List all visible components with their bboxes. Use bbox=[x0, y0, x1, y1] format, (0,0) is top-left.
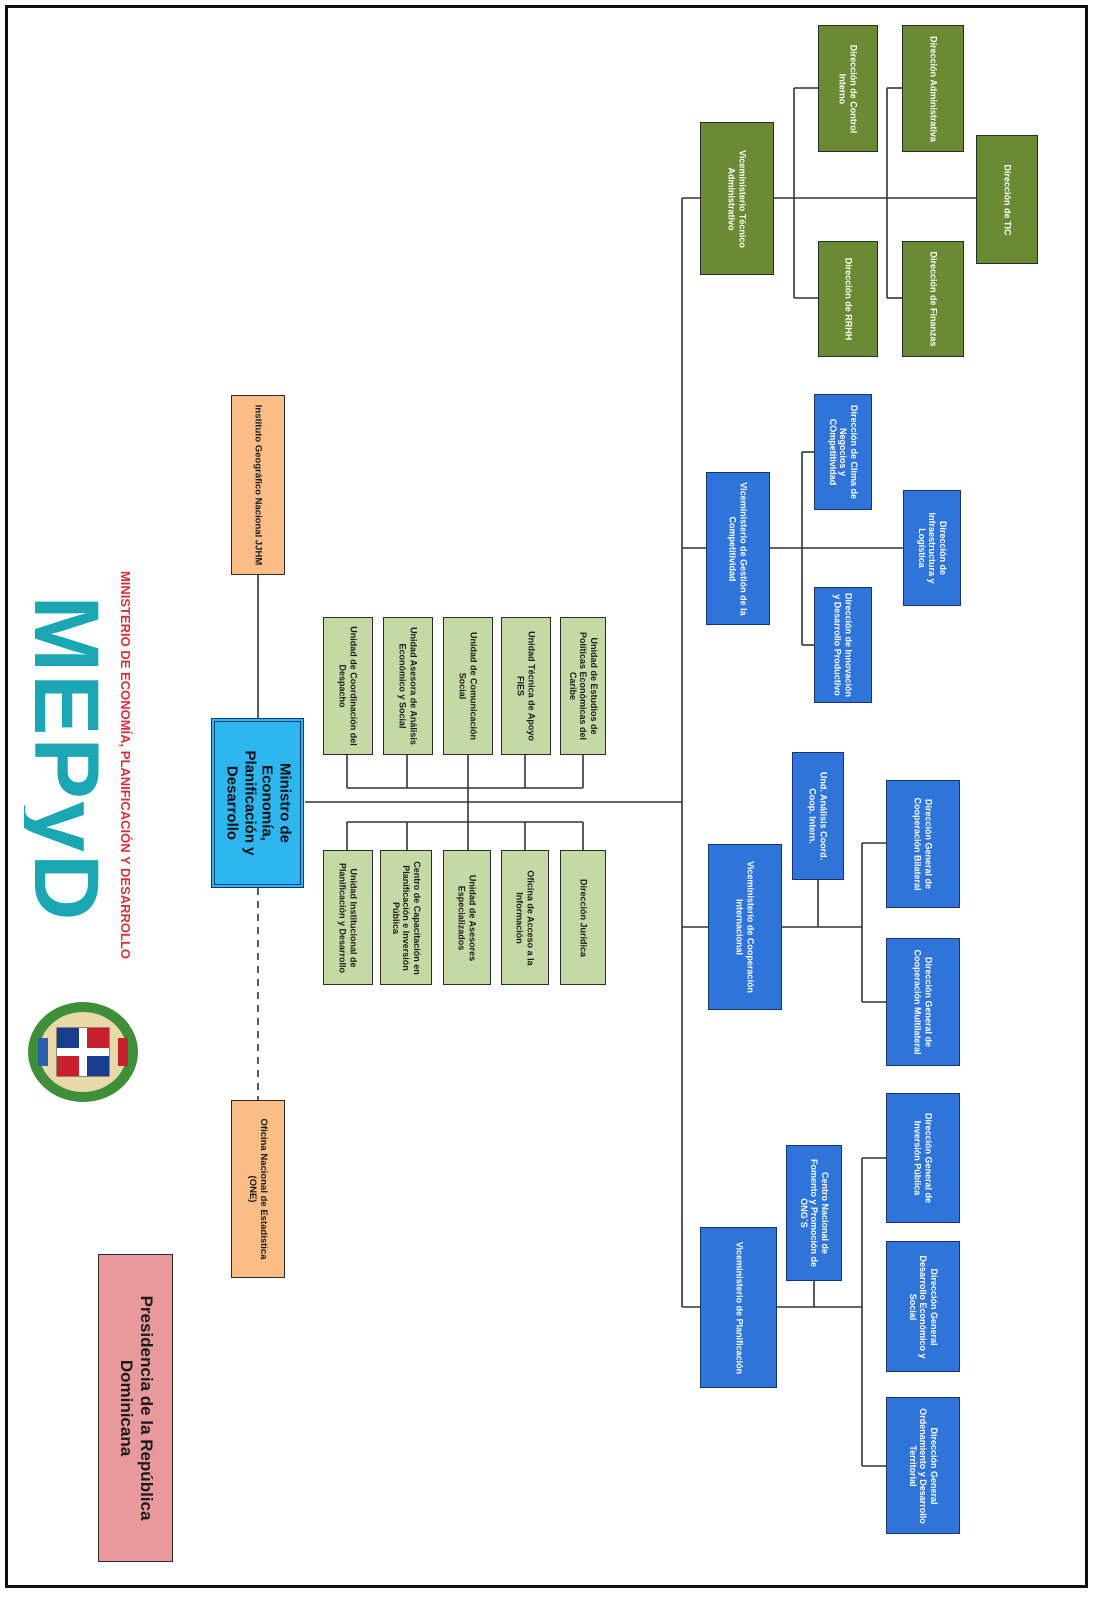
cn-ongs-box: Centro Nacional de Fomento y Promoción d… bbox=[786, 1145, 842, 1281]
minister-box: Ministro de Economía, Planificación y De… bbox=[211, 718, 304, 888]
vm-planificacion-box: Viceministerio de Planificación bbox=[700, 1227, 777, 1388]
coat-of-arms-icon bbox=[24, 998, 142, 1106]
centro-capacitacion-box: Centro de Capacitación en Planificación … bbox=[380, 850, 432, 985]
direccion-finanzas-box: Dirección de Finanzas bbox=[902, 241, 964, 357]
logo-wordmark: MEPyD bbox=[24, 595, 106, 923]
vm-cooperacion-box: Viceministerio de Cooperación Internacio… bbox=[708, 844, 782, 1010]
dg-bilateral-box: Dirección General de Cooperación Bilater… bbox=[886, 780, 960, 908]
dg-territorial-box: Dirección General Ordenamiento y Desarro… bbox=[886, 1397, 960, 1534]
one-box: Oficina Nacional de Estadística (ONE) bbox=[231, 1100, 285, 1278]
direccion-juridica-box: Dirección Jurídica bbox=[560, 850, 606, 985]
oficina-acceso-box: Oficina de Acceso a la Información bbox=[501, 850, 549, 985]
und-analisis-box: Und. Análisis Coord. Coop. Intern. bbox=[792, 752, 844, 880]
unidad-fies-box: Unidad Técnica de Apoyo FIES bbox=[501, 617, 551, 755]
vm-tecnico-box: Viceministerio Técnico Administrativo bbox=[700, 122, 774, 275]
dg-desarrollo-box: Dirección General Desarrollo Económico y… bbox=[886, 1241, 960, 1372]
presidencia-box: Presidencia de la República Dominicana bbox=[98, 1254, 173, 1562]
unidad-comunicacion-box: Unidad de Comunicación Social bbox=[443, 617, 493, 755]
dg-multilateral-box: Dirección General de Cooperación Multila… bbox=[886, 938, 960, 1066]
vm-competitividad-box: Viceministerio de Gestión de la Competit… bbox=[706, 472, 770, 625]
unidad-coordinacion-box: Unidad de Coordinación del Despacho bbox=[323, 617, 373, 755]
logo-subtitle: MINISTERIO DE ECONOMÍA, PLANIFICACIÓN Y … bbox=[118, 570, 133, 960]
unidad-asesora-box: Unidad Asesora de Análisis Económico y S… bbox=[383, 617, 433, 755]
unidad-asesores-box: Unidad de Asesores Especializados bbox=[443, 850, 491, 985]
unidad-caribe-box: Unidad de Estudios de Políticas Económic… bbox=[560, 617, 606, 755]
unidad-institucional-box: Unidad Institucional de Planificación y … bbox=[323, 850, 373, 985]
igni-box: Instituto Geográfico Nacional JJHM bbox=[231, 395, 285, 575]
direccion-infraestructura-box: Dirección de Infraestructura y Logística bbox=[903, 490, 961, 606]
dg-inversion-box: Dirección General de Inversión Pública bbox=[886, 1093, 960, 1223]
direccion-administrativa-box: Dirección Administrativa bbox=[902, 25, 964, 152]
direccion-control-box: Dirección de Control Interno bbox=[818, 25, 878, 152]
direccion-innovacion-box: Dirección de Innovación y Desarrollo Pro… bbox=[814, 587, 872, 703]
direccion-tic-box: Dirección de TIC bbox=[976, 135, 1038, 264]
page-frame bbox=[5, 5, 1088, 1588]
direccion-clima-box: Dirección de Clima de Negocios y COmpeti… bbox=[814, 394, 872, 510]
direccion-rrhh-box: Dirección de RRHH bbox=[818, 241, 878, 357]
